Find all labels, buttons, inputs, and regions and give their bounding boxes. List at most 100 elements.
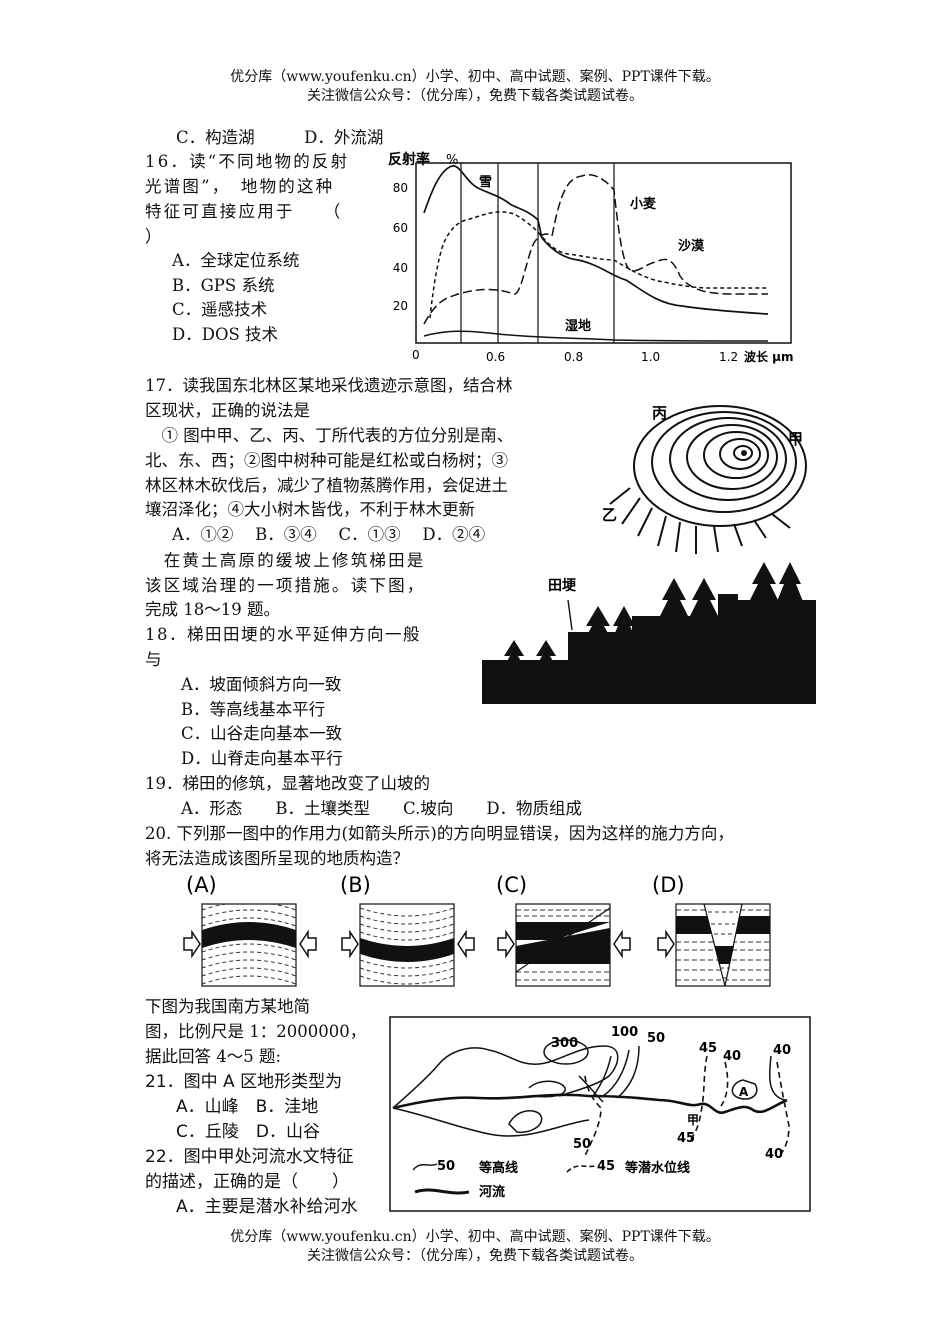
root-mark bbox=[733, 523, 743, 547]
q21-options-ab: A．山峰 B．洼地 bbox=[176, 1097, 319, 1117]
tree-ring bbox=[633, 405, 807, 527]
intro-18-line-2: 该区域治理的一项措施。读下图， bbox=[145, 576, 426, 595]
q16-stem-3: 特征可直接应用于 （ bbox=[145, 202, 343, 221]
wheat-label: 小麦 bbox=[630, 196, 657, 212]
tree-ring bbox=[686, 424, 778, 490]
arrow-right-icon bbox=[183, 929, 201, 959]
wetland-label: 湿地 bbox=[565, 318, 591, 334]
q18-stem-1: 18．梯田田埂的水平延伸方向一般 bbox=[145, 625, 421, 644]
contour-label: 45 bbox=[699, 1041, 717, 1056]
arrow-right-icon bbox=[497, 929, 515, 959]
contour-label: 40 bbox=[773, 1043, 791, 1058]
desert-label: 沙漠 bbox=[678, 238, 705, 254]
intro-18-line-3: 完成 18～19 题。 bbox=[145, 600, 280, 619]
y-tick: 20 bbox=[393, 299, 408, 313]
footer-line-2: 关注微信公众号：（优分库），免费下载各类试题试卷。 bbox=[307, 1248, 643, 1264]
tree bbox=[534, 640, 558, 670]
water-table-line bbox=[776, 1061, 790, 1155]
q17-stem-3: ① 图中甲、乙、丙、丁所代表的方位分别是南、 bbox=[145, 426, 514, 445]
arrow-right-icon bbox=[657, 929, 675, 959]
root-mark bbox=[637, 507, 653, 537]
q17-stem-6: 壤沼泽化；④大小树木皆伐，不利于林木更新 bbox=[145, 500, 475, 519]
root-mark bbox=[771, 513, 791, 529]
q22-option-a: A．主要是潜水补给河水 bbox=[176, 1197, 358, 1217]
diagram-a-anticline bbox=[202, 904, 296, 985]
q22-stem-2: 的描述，正确的是（ ） bbox=[145, 1172, 349, 1192]
label-jia: 甲 bbox=[788, 430, 803, 448]
contour-line bbox=[543, 1039, 589, 1065]
label-c: (C) bbox=[496, 873, 527, 897]
root-mark bbox=[609, 487, 631, 505]
x-tick: 0.6 bbox=[486, 350, 505, 364]
contour-line bbox=[602, 1049, 630, 1097]
q16-stem-2: 光谱图”， 地物的这种 bbox=[145, 177, 335, 196]
contour-line bbox=[731, 1079, 758, 1100]
contour-label: 50 bbox=[573, 1137, 591, 1152]
intro-18-line-1: 在黄土高原的缓坡上修筑梯田是 bbox=[145, 551, 426, 570]
q17-options: A．①② B．③④ C．①③ D．②④ bbox=[172, 525, 486, 544]
snow-curve bbox=[423, 165, 769, 315]
label-d: (D) bbox=[652, 873, 685, 897]
tree bbox=[502, 640, 526, 670]
tree bbox=[658, 578, 690, 620]
contour-label: 40 bbox=[723, 1049, 741, 1064]
contour-line bbox=[578, 1075, 604, 1103]
plot-frame bbox=[415, 162, 792, 344]
stump-center bbox=[741, 450, 747, 456]
header-line-1: 优分库（www.youfenku.cn）小学、初中、高中试题、案例、PPT课件下… bbox=[230, 69, 720, 85]
x-tick: 1.0 bbox=[641, 350, 660, 364]
diagram-b-syncline bbox=[360, 907, 454, 985]
intro-21-line-3: 据此回答 4～5 题: bbox=[145, 1047, 282, 1066]
y-tick: 80 bbox=[393, 181, 408, 195]
q18-option-c: C．山谷走向基本一致 bbox=[181, 724, 343, 743]
tree-ring bbox=[703, 431, 769, 479]
q16-option-c: C．遥感技术 bbox=[172, 300, 268, 319]
header-line-2: 关注微信公众号：（优分库），免费下载各类试题试卷。 bbox=[307, 88, 643, 104]
label-bing: 丙 bbox=[652, 404, 667, 422]
q16-option-a: A．全球定位系统 bbox=[172, 251, 300, 270]
tree-stump-figure: 丙 甲 乙 bbox=[602, 404, 807, 554]
prev-options: C．构造湖 D．外流湖 bbox=[176, 128, 384, 147]
tree bbox=[582, 606, 614, 644]
label-jia: 甲 bbox=[687, 1113, 699, 1127]
q16-option-d: D．DOS 技术 bbox=[172, 325, 279, 344]
label-area-a: A bbox=[739, 1085, 749, 1099]
tree-ring bbox=[651, 411, 797, 513]
terrace-figure: 田埂 bbox=[482, 562, 816, 704]
q18-option-a: A．坡面倾斜方向一致 bbox=[181, 675, 342, 694]
contour-line bbox=[616, 1045, 640, 1099]
q21-options-cd: C．丘陵 D．山谷 bbox=[176, 1122, 320, 1142]
q20-stem-2: 将无法造成该图所呈现的地质构造？ bbox=[145, 849, 409, 868]
arrow-right-icon bbox=[341, 929, 359, 959]
q18-stem-2: 与 bbox=[145, 650, 162, 669]
x-tick: 0 bbox=[412, 348, 420, 362]
tree bbox=[610, 606, 638, 644]
river bbox=[392, 1093, 788, 1115]
tree-ring bbox=[669, 417, 787, 501]
x-tick: 0.8 bbox=[564, 350, 583, 364]
water-table-line bbox=[720, 1061, 729, 1107]
root-mark bbox=[657, 515, 667, 547]
tree bbox=[776, 562, 804, 604]
contour-label: 40 bbox=[765, 1147, 783, 1162]
desert-curve bbox=[429, 211, 768, 319]
contour-line bbox=[769, 1055, 786, 1101]
tree-ring bbox=[733, 445, 753, 461]
q22-stem-1: 22．图中甲处河流水文特征 bbox=[145, 1147, 354, 1167]
q21-stem: 21．图中 A 区地形类型为 bbox=[145, 1072, 343, 1092]
spectrum-yunit: % bbox=[446, 153, 458, 168]
legend-contour-value: 50 bbox=[437, 1159, 455, 1174]
contour-line bbox=[528, 1080, 566, 1098]
fold-fault-figures: (A) (B) (C) (D) bbox=[183, 873, 771, 987]
ridge-label: 田埂 bbox=[548, 578, 577, 594]
q16-stem-4: ） bbox=[145, 227, 162, 246]
contour-line bbox=[508, 1110, 543, 1134]
q20-stem-1: 20. 下列那一图中的作用力(如箭头所示)的方向明显错误，因为这样的施力方向， bbox=[145, 824, 734, 843]
legend-river-sample bbox=[414, 1188, 470, 1195]
legend-water-value: 45 bbox=[597, 1159, 615, 1174]
tree bbox=[688, 578, 720, 620]
contour-line bbox=[392, 1045, 619, 1109]
intro-21-line-2: 图，比例尺是 1：2000000， bbox=[145, 1022, 367, 1041]
q18-option-b: B．等高线基本平行 bbox=[181, 700, 326, 719]
q17-stem-4: 北、东、西；②图中树种可能是红松或白杨树；③ bbox=[145, 451, 508, 470]
